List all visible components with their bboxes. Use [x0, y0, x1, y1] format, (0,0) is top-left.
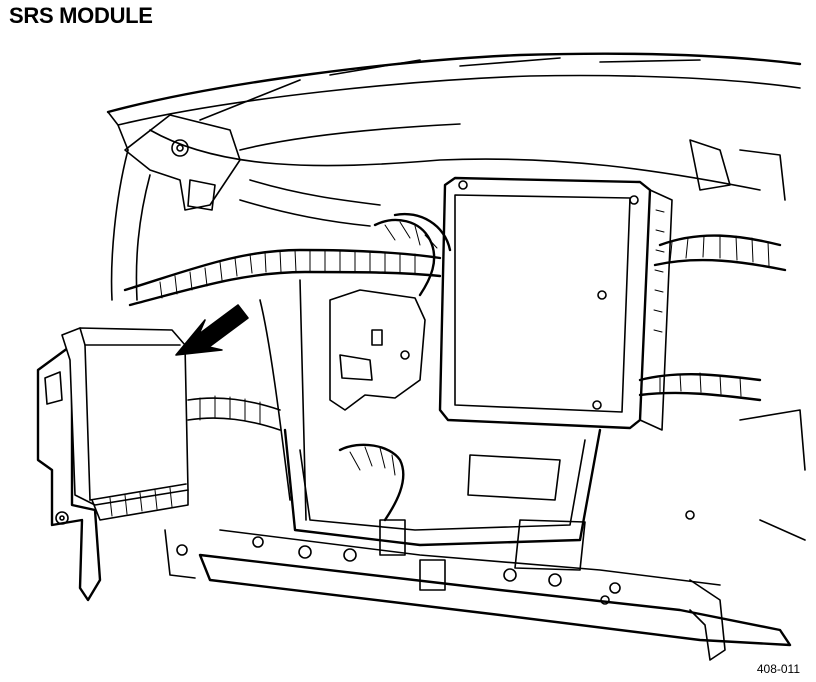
left-mounting-bracket — [110, 114, 241, 301]
figure-number: 408-011 — [756, 662, 800, 676]
lower-trim-panel — [198, 409, 806, 661]
module-mounting-bracket — [36, 343, 196, 602]
right-harness — [638, 139, 787, 402]
srs-module — [61, 327, 281, 521]
center-stack-opening — [438, 176, 673, 431]
wire-harness — [123, 212, 452, 307]
diagram-title: SRS MODULE — [9, 3, 153, 28]
center-bracket-plate — [329, 289, 426, 411]
dashboard-top-panel — [106, 52, 802, 191]
floor-console — [283, 428, 602, 571]
pointer-arrow — [175, 304, 249, 356]
